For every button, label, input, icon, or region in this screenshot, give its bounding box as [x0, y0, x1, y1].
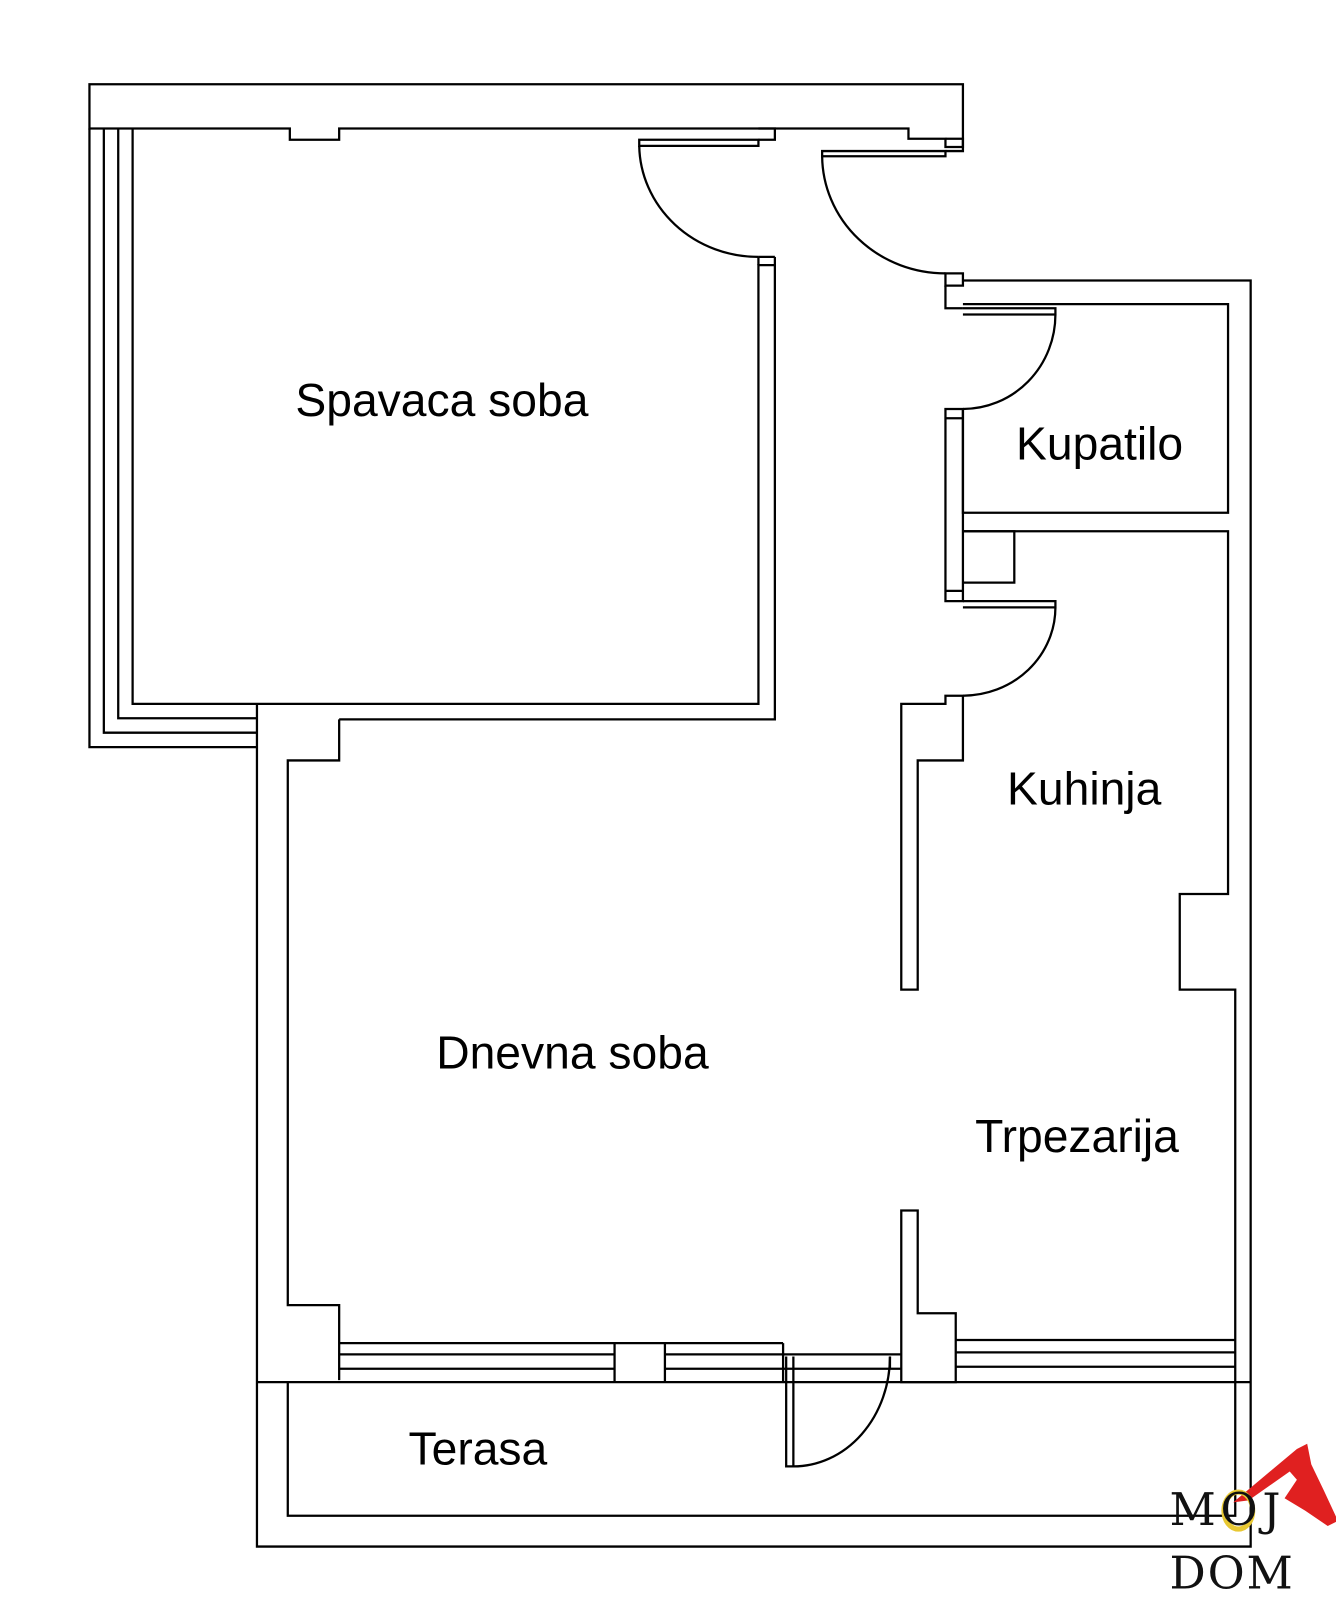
logo-roof-icon	[1233, 1443, 1336, 1527]
logo-ring-icon	[1221, 1489, 1256, 1532]
logo-line1: MOJ	[1169, 1483, 1280, 1536]
right-walls	[255, 279, 1252, 1548]
room-label-kitchen: Kuhinja	[1007, 763, 1162, 815]
room-label-bathroom: Kupatilo	[1016, 417, 1183, 469]
dining-pillar	[900, 1209, 957, 1384]
room-label-living-room: Dnevna soba	[436, 1027, 709, 1079]
bathroom-door	[962, 307, 1057, 411]
kitchen-door	[962, 600, 1057, 697]
dining-window	[955, 1338, 1236, 1368]
room-label-dining: Trpezarija	[975, 1110, 1179, 1162]
entrance-door	[821, 137, 965, 287]
room-label-bedroom: Spavaca soba	[295, 374, 588, 426]
terrace-door	[785, 1356, 892, 1468]
bedroom-walls	[88, 128, 777, 749]
living-room-window	[339, 1341, 902, 1383]
top-slab-wall	[88, 83, 965, 149]
bedroom-door	[638, 127, 777, 259]
logo-line2: DOM	[1169, 1547, 1292, 1600]
moj-dom-logo: MOJ DOM	[1169, 1443, 1336, 1600]
living-room-walls	[256, 719, 1251, 1517]
room-label-terrace: Terasa	[409, 1422, 548, 1474]
